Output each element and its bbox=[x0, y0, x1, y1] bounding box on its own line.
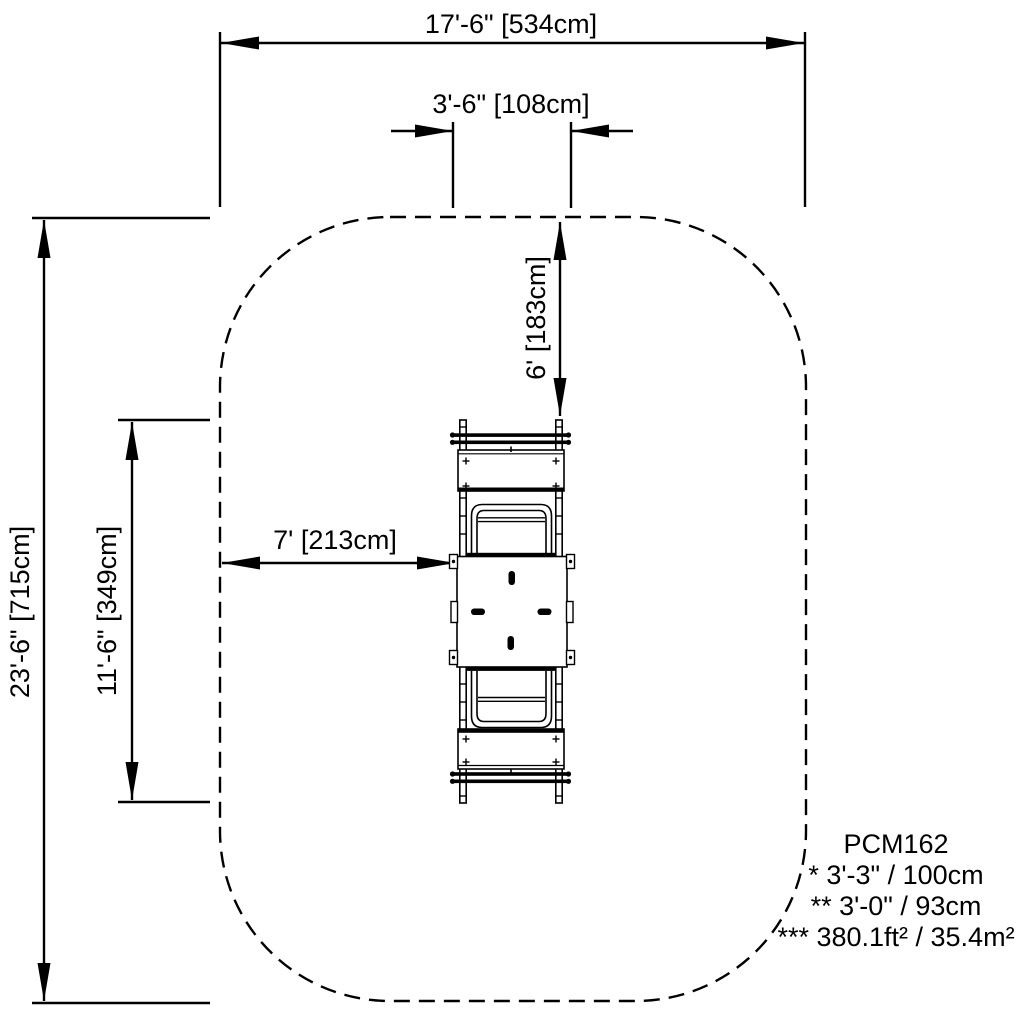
dimension-equipment-width bbox=[391, 122, 633, 208]
lower-arch-bridge bbox=[467, 667, 556, 729]
equipment-plan bbox=[448, 419, 576, 804]
deck-bolt-slots bbox=[471, 571, 552, 650]
dimension-label-equipment-width: 3'-6" [108cm] bbox=[432, 89, 589, 119]
arrowhead-right-icon bbox=[766, 36, 804, 50]
dimension-equipment-length bbox=[118, 418, 210, 804]
legend-note-2: ** 3'-0" / 93cm bbox=[811, 891, 982, 921]
model-code: PCM162 bbox=[843, 829, 948, 859]
arrowhead-left-icon bbox=[221, 36, 259, 50]
dimension-label-equipment-length: 11'-6" [349cm] bbox=[92, 526, 122, 696]
arrowhead-right-icon bbox=[417, 556, 455, 570]
arrowhead-down-icon bbox=[553, 378, 567, 416]
legend-note-3: *** 380.1ft² / 35.4m² bbox=[777, 922, 1014, 952]
dimension-label-overall-width: 17'-6" [534cm] bbox=[425, 9, 597, 39]
side-tab bbox=[565, 600, 574, 624]
legend-note-1: * 3'-3" / 100cm bbox=[808, 860, 983, 890]
bottom-crossbars bbox=[449, 771, 572, 784]
deck-bolts bbox=[462, 457, 560, 490]
center-deck bbox=[448, 553, 576, 668]
arrowhead-up-icon bbox=[125, 422, 139, 460]
arrowhead-left-icon bbox=[222, 556, 260, 570]
bottom-deck bbox=[457, 728, 565, 775]
dimension-overall-width bbox=[218, 32, 807, 207]
legend-block: PCM162 * 3'-3" / 100cm ** 3'-0" / 93cm *… bbox=[777, 829, 1014, 952]
top-deck bbox=[457, 446, 565, 492]
deck-bolts bbox=[462, 735, 560, 766]
dimension-overall-length bbox=[32, 216, 210, 1005]
arrowhead-up-icon bbox=[553, 222, 567, 260]
post-rungs bbox=[459, 426, 563, 797]
dimension-label-overall-length: 23'-6" [715cm] bbox=[5, 526, 35, 698]
side-tab bbox=[450, 600, 459, 624]
dimension-label-side-clearance: 7' [213cm] bbox=[273, 525, 397, 555]
arrowhead-down-icon bbox=[37, 963, 51, 1001]
upper-arch-bridge bbox=[467, 503, 556, 557]
dimension-top-clearance bbox=[553, 222, 567, 416]
arrowhead-right-icon bbox=[415, 124, 453, 138]
safety-zone-boundary bbox=[218, 215, 808, 1003]
top-crossbars bbox=[449, 432, 572, 445]
arrowhead-down-icon bbox=[125, 762, 139, 800]
dimension-label-top-clearance: 6' [183cm] bbox=[521, 256, 551, 380]
dimension-side-clearance bbox=[222, 556, 455, 570]
arrowhead-left-icon bbox=[571, 124, 609, 138]
arrowhead-up-icon bbox=[37, 220, 51, 258]
